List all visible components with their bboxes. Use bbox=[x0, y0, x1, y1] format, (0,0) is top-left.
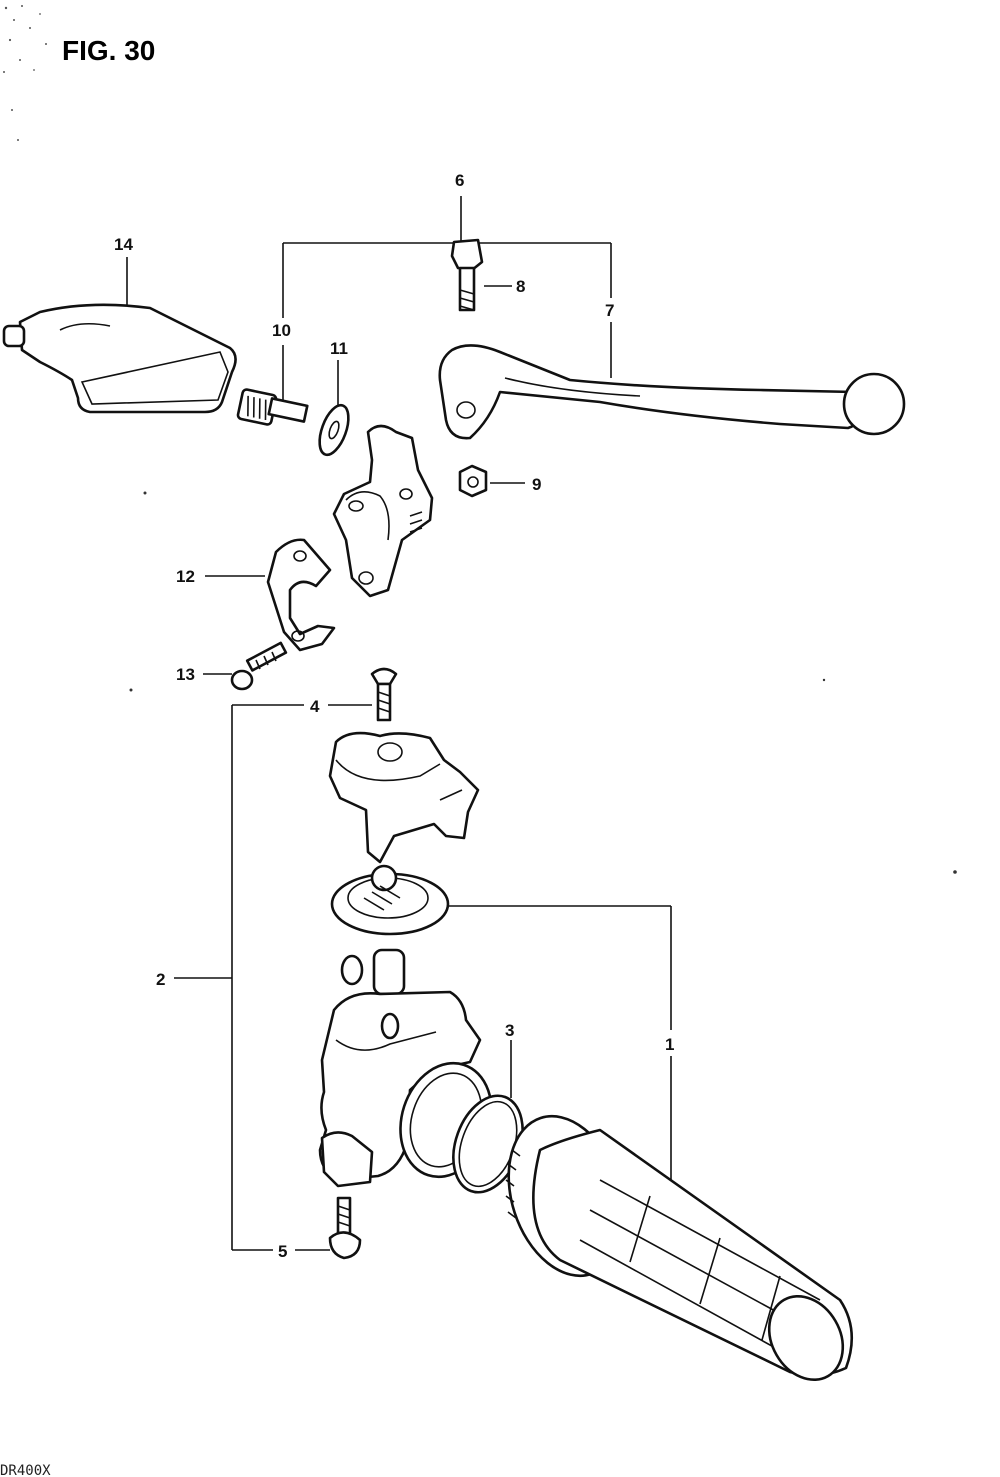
callout-3: 3 bbox=[505, 1021, 514, 1040]
switch-contact-plate bbox=[330, 864, 450, 936]
scan-speckle bbox=[3, 5, 47, 141]
callout-12: 12 bbox=[176, 567, 195, 586]
callout-7: 7 bbox=[605, 301, 614, 320]
lever-clamp bbox=[266, 538, 336, 652]
leader-lines bbox=[126, 196, 672, 1251]
scan-dots bbox=[129, 491, 957, 874]
callout-4: 4 bbox=[310, 697, 320, 716]
callout-11: 11 bbox=[330, 339, 348, 358]
pivot-bolt bbox=[236, 388, 309, 426]
callout-6: 6 bbox=[455, 171, 464, 190]
callout-10: 10 bbox=[272, 321, 291, 340]
callout-1: 1 bbox=[665, 1035, 674, 1054]
callout-14: 14 bbox=[114, 235, 133, 254]
clutch-lever bbox=[438, 344, 906, 440]
clamp-screw bbox=[230, 641, 288, 691]
switch-bottom-screw bbox=[328, 1196, 362, 1260]
callout-2: 2 bbox=[156, 970, 165, 989]
lever-pivot-bolt bbox=[450, 238, 484, 312]
callout-5: 5 bbox=[278, 1242, 287, 1261]
lever-cover bbox=[2, 303, 237, 414]
lever-holder bbox=[332, 424, 434, 598]
callout-8: 8 bbox=[516, 277, 525, 296]
lever-nut bbox=[458, 464, 488, 498]
model-code: DR400X bbox=[0, 1463, 51, 1477]
figure-title: FIG. 30 bbox=[62, 35, 155, 66]
callout-9: 9 bbox=[532, 475, 541, 494]
washer bbox=[318, 403, 350, 457]
callout-13: 13 bbox=[176, 665, 195, 684]
handlebar-grip bbox=[505, 1114, 854, 1382]
switch-top-screw bbox=[370, 667, 398, 722]
switch-upper-housing bbox=[328, 731, 480, 864]
